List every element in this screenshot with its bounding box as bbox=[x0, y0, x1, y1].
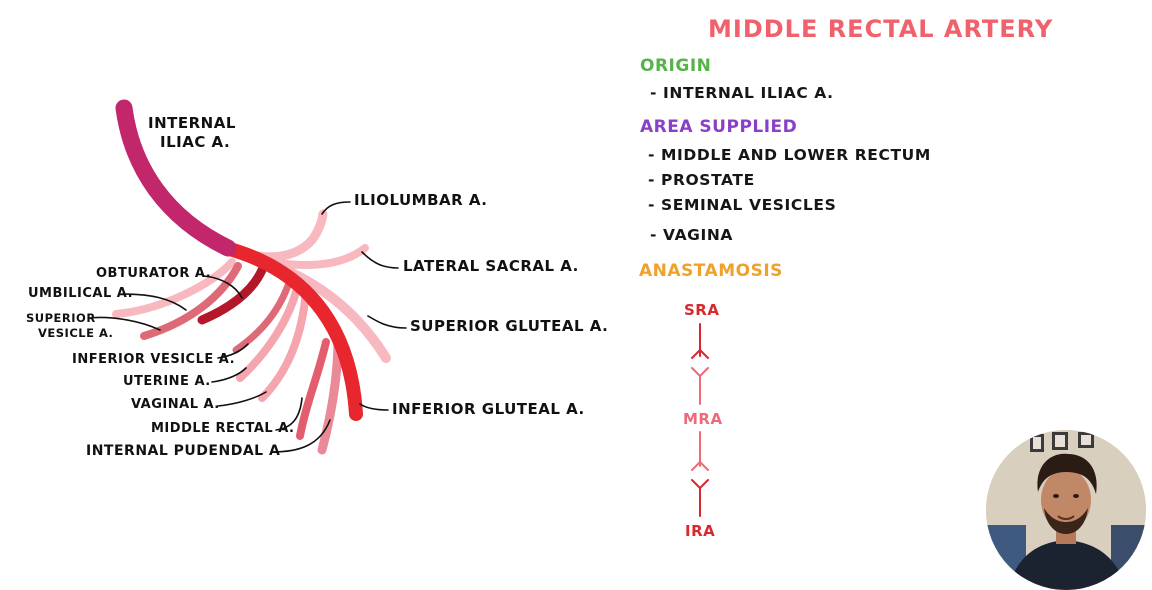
origin-item: - INTERNAL ILIAC A. bbox=[650, 84, 834, 102]
label-superior-vesicle: SUPERIOR VESICLE A. bbox=[26, 312, 113, 339]
area-supplied-item-1: - MIDDLE AND LOWER RECTUM bbox=[648, 146, 931, 164]
origin-heading: ORIGIN bbox=[640, 56, 712, 76]
leader-vaginal bbox=[217, 391, 267, 407]
label-internal-iliac-line1: INTERNAL bbox=[148, 114, 236, 132]
presenter-eye-right bbox=[1073, 494, 1079, 498]
presenter-hair bbox=[1037, 453, 1097, 494]
vessel-vaginal bbox=[258, 288, 310, 402]
label-internal-iliac-line2: ILIAC A. bbox=[160, 132, 231, 151]
label-lateral-sacral: LATERAL SACRAL A. bbox=[403, 257, 579, 275]
label-inferior-vesicle: INFERIOR VESICLE A. bbox=[72, 352, 236, 367]
leader-superior-vesicle bbox=[89, 316, 161, 331]
area-supplied-heading: AREA SUPPLIED bbox=[640, 117, 798, 137]
leader-iliolumbar bbox=[321, 201, 351, 215]
leader-obturator bbox=[203, 275, 243, 299]
vessel-internal-iliac bbox=[115, 99, 237, 257]
presenter-shirt bbox=[1008, 540, 1126, 590]
label-iliolumbar: ILIOLUMBAR A. bbox=[354, 191, 488, 209]
label-internal-iliac: INTERNAL ILIAC A. bbox=[148, 114, 236, 151]
anastomosis-arrow-up-1 bbox=[691, 349, 709, 359]
page-title: MIDDLE RECTAL ARTERY bbox=[708, 15, 1054, 43]
label-internal-pudendal: INTERNAL PUDENDAL A bbox=[86, 443, 281, 459]
leader-middle-rectal bbox=[275, 397, 303, 431]
anastomosis-heading: ANASTAMOSIS bbox=[639, 261, 783, 281]
anastomosis-node-ira: IRA bbox=[685, 522, 716, 540]
presenter-eye-left bbox=[1053, 494, 1059, 498]
label-uterine: UTERINE A. bbox=[123, 374, 211, 389]
presenter-mouth bbox=[1057, 515, 1075, 520]
anastomosis-arrow-up-2 bbox=[691, 461, 709, 471]
leader-uterine bbox=[211, 367, 247, 383]
leader-inferior-gluteal bbox=[359, 403, 389, 411]
wall-frame-1-inner bbox=[1033, 437, 1041, 449]
vessel-inferior-gluteal bbox=[219, 241, 363, 421]
leader-inferior-vesicle bbox=[217, 343, 249, 359]
leader-superior-gluteal bbox=[367, 315, 407, 329]
vessel-superior-vesicle bbox=[140, 262, 242, 340]
leader-umbilical bbox=[121, 293, 187, 311]
label-middle-rectal: MIDDLE RECTAL A. bbox=[151, 421, 295, 436]
label-inferior-gluteal: INFERIOR GLUTEAL A. bbox=[392, 400, 585, 418]
leader-lateral-sacral bbox=[361, 251, 399, 269]
vessel-uterine bbox=[236, 280, 302, 382]
area-supplied-item-2: - PROSTATE bbox=[648, 171, 755, 189]
anastomosis-arrow-down-2 bbox=[691, 479, 709, 489]
wall-frame-2-inner bbox=[1055, 435, 1065, 447]
anastomosis-arrow-down-1 bbox=[691, 367, 709, 377]
wall-frame-3-inner bbox=[1081, 435, 1091, 445]
label-superior-gluteal: SUPERIOR GLUTEAL A. bbox=[410, 317, 609, 335]
presenter-webcam-avatar bbox=[986, 430, 1146, 590]
presenter-face bbox=[1041, 469, 1091, 531]
vessel-obturator bbox=[197, 265, 267, 325]
area-supplied-item-3: - SEMINAL VESICLES bbox=[648, 196, 837, 214]
label-umbilical: UMBILICAL A. bbox=[28, 286, 134, 301]
label-superior-vesicle-line1: SUPERIOR bbox=[26, 311, 96, 325]
anastomosis-node-mra: MRA bbox=[683, 410, 723, 428]
label-superior-vesicle-line2: VESICLE A. bbox=[38, 326, 114, 341]
anastomosis-node-sra: SRA bbox=[684, 301, 720, 319]
presenter-beard bbox=[1044, 508, 1088, 534]
label-obturator: OBTURATOR A. bbox=[96, 266, 212, 281]
presenter-illustration bbox=[986, 430, 1146, 590]
vessel-middle-rectal bbox=[296, 338, 330, 440]
area-supplied-item-4: - VAGINA bbox=[650, 226, 734, 244]
vessel-inferior-vesicle bbox=[232, 276, 294, 354]
leader-internal-pudendal bbox=[271, 419, 331, 453]
vessel-umbilical bbox=[112, 258, 236, 318]
label-vaginal: VAGINAL A. bbox=[131, 397, 220, 412]
